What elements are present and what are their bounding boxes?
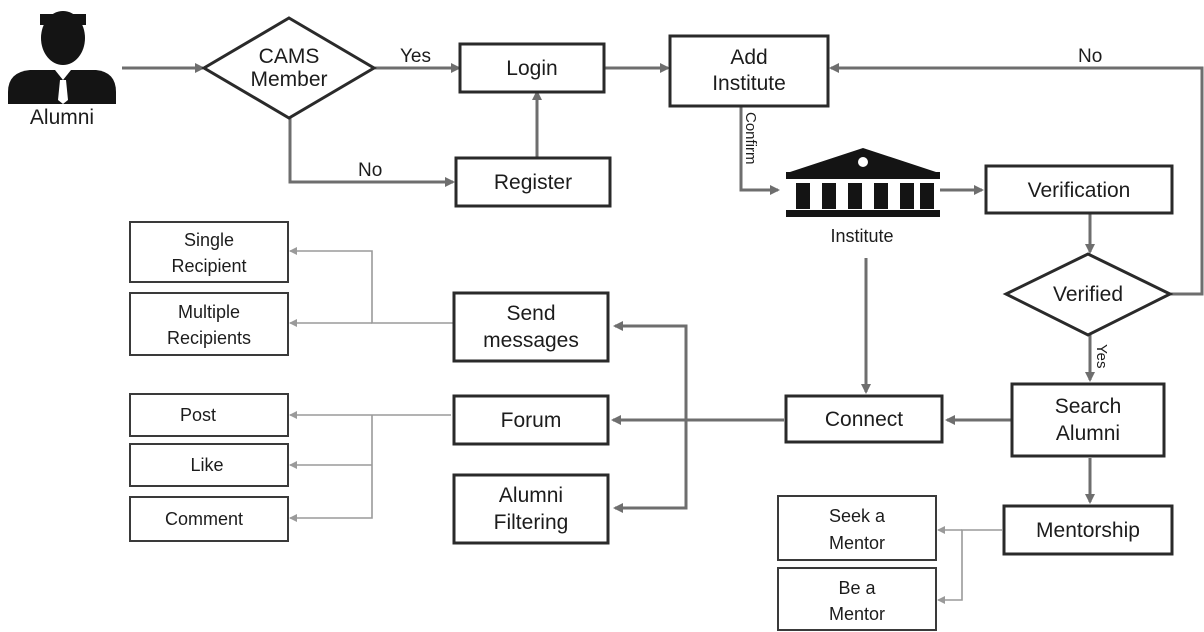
mentorship-rect <box>1002 504 1174 556</box>
alumni-label: Alumni <box>30 106 94 129</box>
login-label: Login <box>506 57 557 80</box>
like-rect <box>129 443 289 487</box>
send-messages-box: Send messages <box>452 291 610 363</box>
institution-building-icon <box>786 148 940 217</box>
verified-label: Verified <box>1053 283 1123 306</box>
edge-label-confirm: Confirm <box>742 112 759 165</box>
login-rect <box>458 42 606 94</box>
mentorship-box: Mentorship <box>1002 504 1174 556</box>
edge-to-single-recipient <box>289 247 453 324</box>
be-mentor-label-line1: Be a <box>838 578 876 598</box>
add-institute-box: Add Institute <box>668 34 830 108</box>
multiple-recipients-label-line2: Recipients <box>167 328 251 348</box>
edge-label-no-register: No <box>358 160 382 181</box>
institute-label: Institute <box>830 226 893 246</box>
post-rect <box>129 393 289 437</box>
single-recipient-label-line1: Single <box>184 230 234 250</box>
verification-label: Verification <box>1028 179 1131 202</box>
edge-cams-no-register <box>288 118 455 187</box>
alumni-filtering-rect <box>452 473 610 545</box>
search-alumni-rect <box>1010 382 1166 458</box>
search-alumni-label-line2: Alumni <box>1056 422 1120 445</box>
add-institute-label-line2: Institute <box>712 72 786 95</box>
send-messages-rect <box>452 291 610 363</box>
be-mentor-label-line2: Mentor <box>829 604 885 624</box>
search-alumni-label-line1: Search <box>1055 395 1122 418</box>
search-alumni-box: Search Alumni <box>1010 382 1166 458</box>
connect-rect <box>784 394 944 444</box>
single-recipient-label-line2: Recipient <box>171 256 246 276</box>
multiple-recipients-rect <box>129 292 289 356</box>
seek-mentor-label-line1: Seek a <box>829 506 886 526</box>
seek-mentor-rect <box>777 495 937 561</box>
cams-member-label-line1: CAMS <box>259 45 320 68</box>
cams-member-label-line2: Member <box>250 68 327 91</box>
cams-member-decision: CAMS Member <box>201 16 377 120</box>
be-mentor-rect <box>777 567 937 631</box>
connect-label: Connect <box>825 408 903 431</box>
post-box: Post <box>129 393 289 437</box>
add-institute-label-line1: Add <box>730 46 767 69</box>
verified-diamond <box>1002 252 1174 337</box>
edge-verified-no <box>829 63 1204 296</box>
alumni-actor: Alumni <box>8 11 116 129</box>
edge-to-be-mentor <box>937 529 1002 604</box>
send-messages-label-line1: Send <box>506 302 555 325</box>
edge-to-comment <box>289 415 373 522</box>
forum-label: Forum <box>501 409 562 432</box>
alumni-filtering-label-line2: Filtering <box>494 511 569 534</box>
register-rect <box>454 156 612 208</box>
register-box: Register <box>454 156 612 208</box>
verification-box: Verification <box>984 164 1174 215</box>
multiple-recipients-box: Multiple Recipients <box>129 292 289 356</box>
cams-member-diamond <box>201 16 377 120</box>
edge-confirm <box>739 106 780 195</box>
forum-box: Forum <box>452 394 610 446</box>
comment-label: Comment <box>165 509 243 529</box>
mentorship-label: Mentorship <box>1036 519 1140 542</box>
like-label: Like <box>190 455 223 475</box>
connectors <box>122 63 1204 604</box>
verified-decision: Verified <box>1002 252 1174 337</box>
alumni-filtering-box: Alumni Filtering <box>452 473 610 545</box>
forum-rect <box>452 394 610 446</box>
post-label: Post <box>180 405 216 425</box>
seek-mentor-label-line2: Mentor <box>829 533 885 553</box>
edge-to-send-messages <box>613 321 688 422</box>
be-mentor-box: Be a Mentor <box>777 567 937 631</box>
comment-rect <box>129 496 289 542</box>
person-icon <box>8 11 116 104</box>
send-messages-label-line2: messages <box>483 329 579 352</box>
add-institute-rect <box>668 34 830 108</box>
edge-label-no-verified: No <box>1078 46 1102 67</box>
multiple-recipients-label-line1: Multiple <box>178 302 240 322</box>
edge-label-yes-login: Yes <box>400 46 431 67</box>
single-recipient-rect <box>129 221 289 283</box>
seek-mentor-box: Seek a Mentor <box>777 495 937 561</box>
verification-rect <box>984 164 1174 215</box>
comment-box: Comment <box>129 496 289 542</box>
edge-label-yes-verified: Yes <box>1093 344 1110 368</box>
institute-actor: Institute <box>786 148 940 246</box>
alumni-filtering-label-line1: Alumni <box>499 484 563 507</box>
single-recipient-box: Single Recipient <box>129 221 289 283</box>
login-box: Login <box>458 42 606 94</box>
like-box: Like <box>129 443 289 487</box>
connect-box: Connect <box>784 394 944 444</box>
edge-to-alumni-filtering <box>613 420 688 513</box>
register-label: Register <box>494 171 572 194</box>
